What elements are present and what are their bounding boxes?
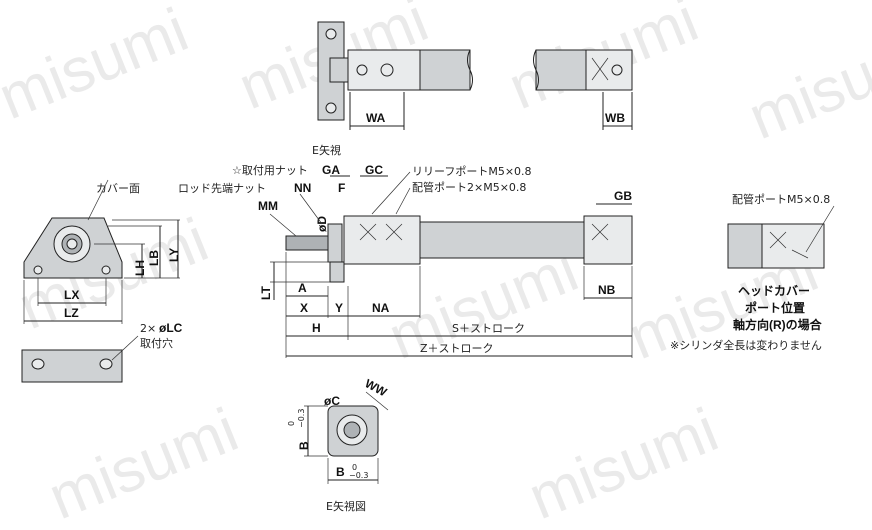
watermark-text: misumi: [519, 395, 727, 530]
dim-na: NA: [372, 301, 390, 315]
leader-line: [87, 179, 109, 221]
head-cover-caption-3: 軸方向(R)の場合: [733, 317, 823, 332]
port-hole: [356, 64, 368, 76]
e-view-rod: [343, 421, 361, 439]
leader-line: [299, 193, 323, 225]
dim-b-horizontal: B: [336, 465, 345, 479]
rod-end-nut: [285, 235, 329, 251]
top-view: WA WB: [317, 21, 633, 130]
dim-z-stroke: Z＋ストローク: [420, 342, 494, 355]
dim-ga: GA: [322, 163, 340, 177]
rod-nut: [329, 57, 349, 83]
rod-end-nut-label: ロッド先端ナット: [178, 182, 266, 195]
cover-face-label: カバー面: [96, 182, 140, 195]
hatch-line: [359, 223, 377, 241]
mount-nut: [327, 223, 343, 263]
relief-port-label: リリーフポートM5×0.8: [412, 165, 532, 178]
hole-count-label: 2×: [140, 322, 156, 335]
dim-lx: LX: [64, 288, 79, 302]
dim-lt: LT: [259, 286, 273, 300]
barrel: [419, 49, 471, 91]
dim-ww: WW: [363, 376, 390, 399]
leader-line: [371, 171, 411, 215]
head-cover-caption-2: ポート位置: [745, 300, 805, 315]
watermark-text: misumi: [739, 15, 872, 153]
dim-lc: øLC: [159, 321, 183, 335]
hatch-line: [591, 57, 609, 81]
dim-lh: LH: [133, 260, 147, 276]
bracket-end-view: カバー面 LH LB LY LX LZ: [23, 179, 181, 324]
rod-hole: [66, 238, 78, 250]
leader-line: [365, 391, 389, 411]
watermark-text: misumi: [39, 395, 247, 530]
hatch-line: [591, 223, 609, 241]
leader-line: [805, 205, 835, 253]
e-view-caption: E矢視図: [326, 499, 366, 513]
dim-wb: WB: [605, 111, 625, 125]
head-cover-detail: 配管ポートM5×0.8 ヘッドカバー ポート位置 軸方向(R)の場合 ※シリンダ…: [670, 192, 835, 352]
dim-x: X: [300, 301, 308, 315]
mount-hole: [99, 358, 113, 370]
leader-line: [111, 335, 139, 361]
tol-upper: 0: [352, 463, 357, 472]
rod-cover: [343, 215, 421, 265]
dim-h: H: [312, 321, 321, 335]
dim-gb: GB: [614, 189, 632, 203]
mount-hole: [33, 265, 43, 275]
port-hole: [380, 63, 394, 77]
tol-lower: −0.3: [349, 471, 368, 480]
length-note: ※シリンダ全長は変わりません: [670, 338, 822, 352]
hatch-line: [791, 249, 809, 259]
break-line: [467, 49, 473, 91]
port-hole: [611, 64, 623, 76]
barrel: [535, 49, 587, 91]
bracket-plan-view: 0 2× øLC 取付穴: [21, 321, 183, 383]
e-view: WW øC B 0 −0.3 B 0 −0.3 E矢視図: [287, 376, 390, 513]
leader-line: [269, 213, 297, 237]
dim-wa: WA: [366, 111, 386, 125]
dim-mm: MM: [258, 199, 278, 213]
dim-b-vertical: B: [297, 441, 311, 450]
head-cover-caption-1: ヘッドカバー: [738, 284, 810, 298]
dim-lb: LB: [147, 250, 161, 266]
mount-hole: [31, 358, 45, 370]
dim-s-stroke: S＋ストローク: [452, 322, 525, 335]
tol-lower: −0.3: [297, 409, 306, 428]
dim-nn: NN: [294, 181, 311, 195]
mount-hole-label: 取付穴: [140, 336, 173, 350]
head-cover: [761, 223, 825, 269]
barrel: [419, 221, 585, 259]
break-line: [533, 49, 539, 91]
dim-lz: LZ: [64, 306, 79, 320]
piping-port-label: 配管ポート2×M5×0.8: [412, 180, 526, 194]
dim-y: Y: [335, 301, 343, 315]
head-cover: [585, 49, 633, 91]
bracket-hole: [325, 28, 337, 40]
dim-ly: LY: [167, 248, 181, 262]
e-view-arrow-label: E矢視: [312, 143, 341, 157]
tol-upper: 0: [287, 421, 296, 426]
barrel: [727, 223, 763, 269]
mount-foot: [329, 261, 345, 283]
bracket-hole: [325, 102, 337, 114]
leader-line: [395, 187, 411, 215]
dim-f: F: [338, 181, 345, 195]
main-side-view: A X Y NA NB H S＋ストローク Z＋ストローク LT GA GC G…: [178, 143, 633, 358]
watermark-text: misumi: [0, 0, 197, 133]
mount-nut-label: ☆取付用ナット: [232, 164, 308, 177]
mount-hole: [101, 265, 111, 275]
dim-c: øC: [324, 394, 340, 408]
piping-port-r-label: 配管ポートM5×0.8: [732, 192, 830, 206]
dim-gc: GC: [365, 163, 383, 177]
hatch-line: [385, 223, 403, 241]
dim-a: A: [298, 281, 307, 295]
hatch-line: [769, 231, 787, 249]
dim-nb: NB: [598, 283, 616, 297]
